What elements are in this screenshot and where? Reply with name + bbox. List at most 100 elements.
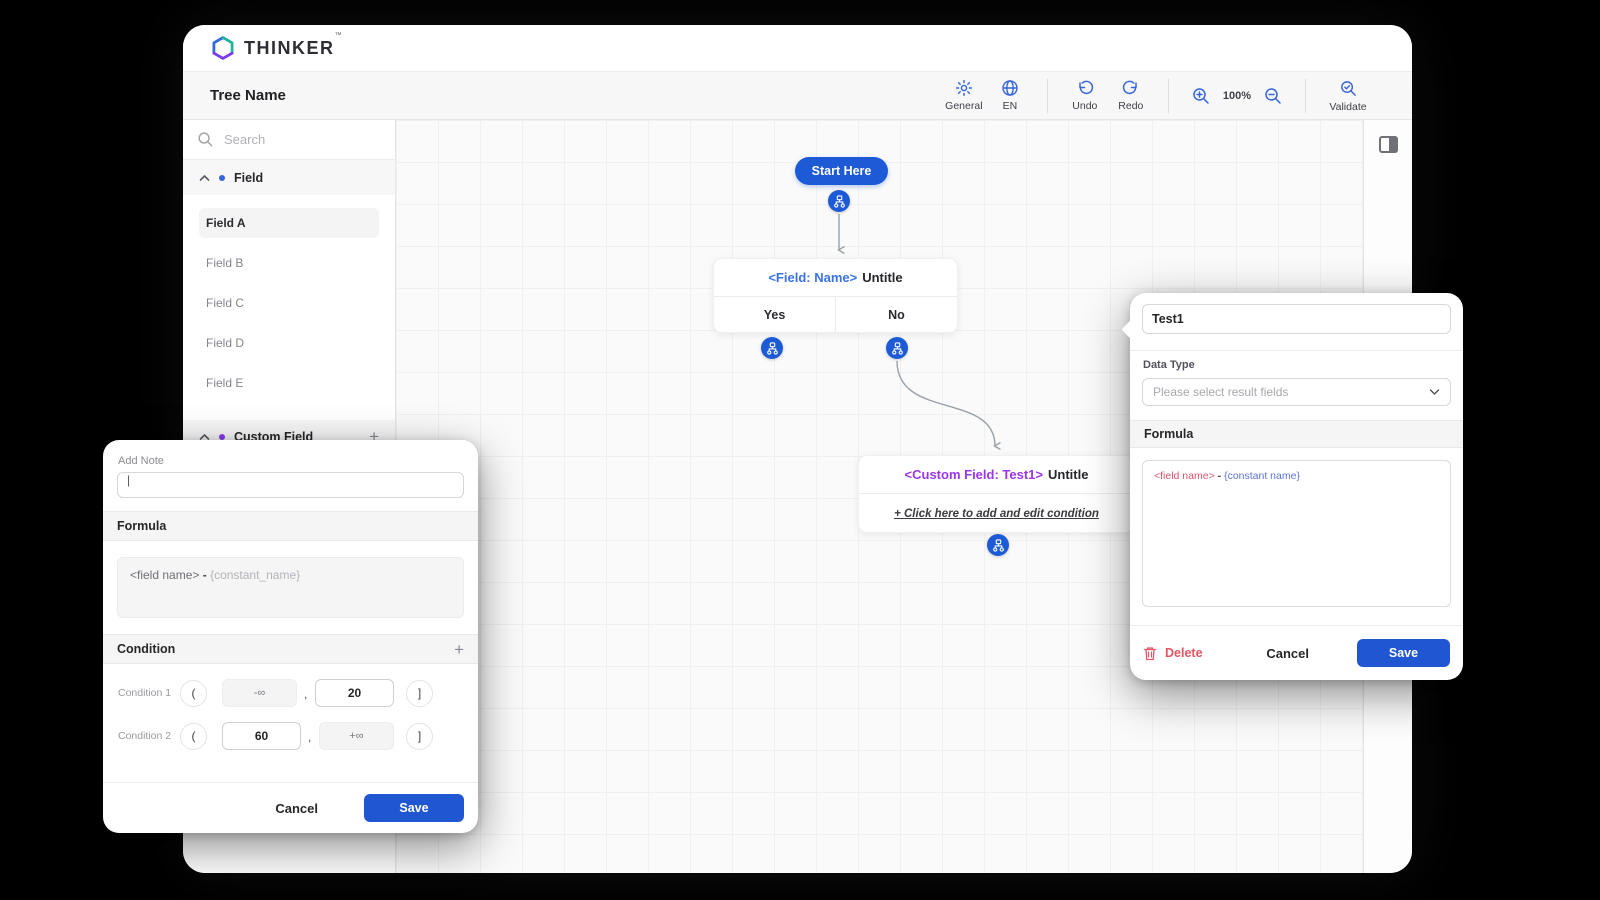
redo-button[interactable]: Redo: [1108, 79, 1154, 112]
field-node[interactable]: <Field: Name> Untitle Yes No: [713, 258, 958, 333]
undo-button[interactable]: Undo: [1062, 79, 1108, 112]
custom-field-node-title[interactable]: <Custom Field: Test1> Untitle: [859, 456, 1134, 494]
formula-section-header: Formula: [1130, 420, 1463, 448]
cancel-button[interactable]: Cancel: [1266, 645, 1309, 661]
condition-2-label: Condition 2: [118, 730, 172, 742]
cancel-button[interactable]: Cancel: [275, 800, 318, 816]
general-label: General: [945, 100, 983, 112]
add-edit-condition-link[interactable]: + Click here to add and edit condition: [894, 507, 1099, 520]
formula-constant-token: {constant name}: [1224, 470, 1300, 482]
validate-button[interactable]: Validate: [1320, 79, 1376, 113]
data-type-placeholder: Please select result fields: [1153, 385, 1289, 399]
sidebar-item-field-a[interactable]: Field A: [199, 208, 379, 238]
gear-icon: [955, 79, 972, 97]
redo-label: Redo: [1118, 100, 1144, 112]
brand-trademark: ™: [334, 31, 342, 39]
zoom-level: 100%: [1222, 89, 1251, 102]
custom-field-node-name: Untitle: [1048, 467, 1089, 482]
close-bracket-button[interactable]: ]: [406, 722, 433, 750]
text-caret: |: [127, 473, 131, 487]
condition-editor-modal: Add Note | Formula <field name> - {const…: [103, 440, 478, 833]
sidebar-item-field-e[interactable]: Field E: [206, 376, 244, 390]
toolbar: Tree Name General: [183, 72, 1412, 120]
condition-section-header: Condition +: [103, 634, 478, 664]
close-bracket-button[interactable]: ]: [406, 679, 433, 707]
validate-label: Validate: [1329, 100, 1367, 113]
trash-icon: [1143, 646, 1157, 660]
formula-field-token: <field name>: [130, 568, 200, 582]
open-bracket-button[interactable]: (: [180, 679, 207, 707]
custom-field-node[interactable]: <Custom Field: Test1> Untitle + Click he…: [858, 455, 1135, 533]
undo-label: Undo: [1072, 100, 1098, 112]
condition-label: Condition: [117, 642, 176, 656]
validate-check-icon: [1340, 80, 1356, 96]
save-button[interactable]: Save: [364, 794, 464, 822]
field-node-no-branch[interactable]: No: [835, 297, 957, 333]
formula-editor-area[interactable]: <field name> - {constant name}: [1142, 460, 1451, 607]
sidebar-section-field[interactable]: Field: [183, 160, 395, 195]
branch-node-icon[interactable]: [828, 190, 850, 212]
field-node-yes-branch[interactable]: Yes: [763, 308, 786, 322]
result-modal-footer: Delete Cancel Save: [1130, 625, 1463, 680]
start-here-button[interactable]: Start Here: [795, 157, 888, 185]
save-button[interactable]: Save: [1357, 639, 1450, 667]
add-condition-button[interactable]: +: [454, 639, 464, 659]
undo-icon: [1079, 80, 1093, 95]
panel-toggle-icon[interactable]: [1379, 136, 1398, 153]
formula-section-header: Formula: [103, 511, 478, 541]
chevron-down-icon: [1429, 389, 1440, 395]
general-button[interactable]: General: [941, 79, 987, 112]
branch-node-icon[interactable]: [761, 337, 783, 359]
branch-node-icon[interactable]: [987, 534, 1009, 556]
custom-field-node-tag: <Custom Field: Test1>: [904, 467, 1043, 482]
field-node-title[interactable]: <Field: Name> Untitle: [714, 259, 957, 297]
toolbar-divider: [1305, 78, 1306, 113]
range-max-static: +∞: [319, 722, 394, 750]
language-label: EN: [1002, 100, 1018, 112]
delete-button[interactable]: Delete: [1143, 646, 1203, 661]
sidebar-item-field-d[interactable]: Field D: [206, 336, 245, 350]
formula-operator: -: [199, 568, 211, 582]
range-max-input[interactable]: [315, 679, 394, 707]
formula-constant-token: {constant_name}: [210, 568, 301, 582]
thinker-hexagon-icon: [212, 36, 234, 60]
field-section-label: Field: [234, 170, 264, 185]
toolbar-divider: [1046, 78, 1048, 113]
open-bracket-button[interactable]: (: [180, 722, 207, 750]
data-type-label: Data Type: [1143, 359, 1195, 371]
formula-operator: -: [1214, 470, 1225, 482]
range-comma: ,: [304, 687, 308, 701]
note-modal-footer: Cancel Save: [103, 782, 478, 833]
field-section-dot: [219, 174, 225, 181]
note-input[interactable]: |: [117, 472, 464, 498]
field-node-name: Untitle: [862, 270, 903, 285]
redo-icon: [1122, 80, 1137, 95]
condition-row-1: Condition 1 ( -∞ , ]: [103, 679, 478, 707]
formula-label: Formula: [1144, 427, 1194, 441]
zoom-in-icon[interactable]: [1191, 86, 1211, 106]
search-placeholder: Search: [224, 132, 266, 147]
language-button[interactable]: EN: [987, 79, 1033, 112]
sidebar-item-field-c[interactable]: Field C: [206, 296, 245, 310]
logo-bar: THINKER™: [183, 25, 1412, 72]
field-item-list: Field A Field B Field C Field D Field E: [183, 195, 395, 420]
condition-row-2: Condition 2 ( , +∞ ]: [103, 722, 478, 750]
condition-1-label: Condition 1: [118, 687, 172, 699]
formula-field-token: <field name>: [1154, 470, 1215, 482]
custom-field-name-input[interactable]: [1142, 304, 1451, 334]
sidebar-item-field-b[interactable]: Field B: [206, 256, 244, 270]
data-type-select[interactable]: Please select result fields: [1142, 378, 1451, 406]
field-node-tag: <Field: Name>: [768, 270, 858, 285]
formula-preview-box[interactable]: <field name> - {constant_name}: [117, 557, 464, 618]
range-min-input[interactable]: [222, 722, 301, 750]
globe-icon: [1002, 80, 1018, 96]
custom-field-section-dot: [219, 433, 225, 440]
brand-name: THINKER: [244, 37, 335, 58]
add-custom-field-button[interactable]: +: [369, 427, 379, 446]
branch-node-icon[interactable]: [886, 337, 908, 359]
range-comma: ,: [308, 730, 312, 744]
search-input[interactable]: Search: [183, 120, 395, 160]
zoom-out-icon[interactable]: [1263, 86, 1283, 106]
chevron-up-icon: [199, 433, 210, 440]
range-min-static: -∞: [222, 679, 297, 707]
